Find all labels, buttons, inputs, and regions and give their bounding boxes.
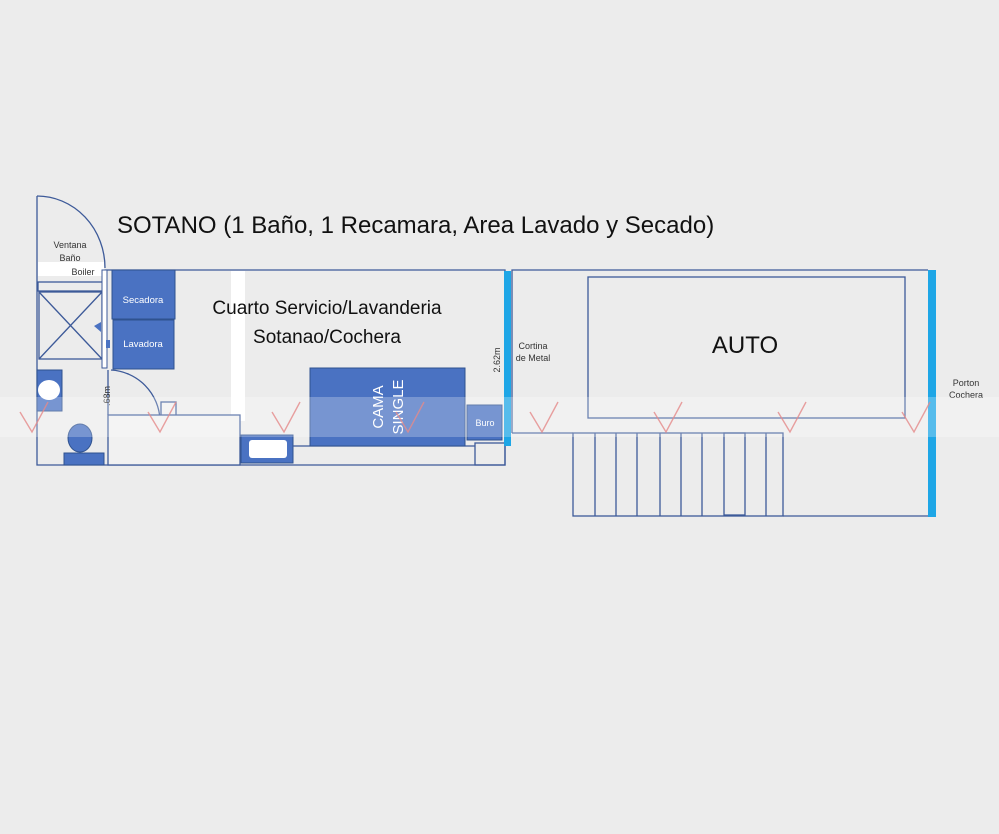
bathroom-door-arc-2 [110,369,161,421]
ventana-label: Ventana [53,240,86,250]
cama-single [309,367,466,447]
auto-label: AUTO [712,332,778,359]
plan-title: SOTANO (1 Baño, 1 Recamara, Area Lavado … [117,212,714,239]
bathroom-door-arc [36,195,106,269]
counter [107,414,241,466]
bathroom-partition [101,269,108,369]
width-dimension: 2.62m [492,347,502,372]
lavadora-label: Lavadora [123,339,163,350]
cortina-label: Cortina [518,341,547,351]
shower-x [38,291,103,360]
room-label-2: Sotanao/Cochera [253,327,401,348]
cortina-metal [504,271,511,446]
toilet-bowl [67,423,93,453]
boiler-label: Boiler [71,267,94,277]
buro [466,404,503,441]
cama-label-2: SINGLE [390,379,407,434]
valve [106,340,110,348]
white-column [231,271,245,421]
auto-space [587,276,906,419]
door-dimension: .68m [102,386,112,406]
window-opening [38,262,104,276]
corner-box [474,442,506,466]
watermark-band [0,397,999,437]
toilet-tank [63,452,105,466]
shower-head-icon [94,322,101,332]
garage-wall [511,269,928,434]
secadora-label: Secadora [123,295,164,306]
buro-label: Buro [475,418,494,428]
sink-basin [38,380,60,400]
room-label: Cuarto Servicio/Lavanderia [212,298,442,319]
laundry-basin [249,440,287,458]
secadora [111,269,176,320]
porton-label: Porton [953,378,980,388]
porton-label-2: Cochera [949,390,983,400]
ventana-label-2: Baño [59,253,80,263]
stairs [572,432,784,517]
watermark [19,401,931,434]
cortina-label-2: de Metal [516,353,551,363]
porton-cochera [928,270,936,517]
lavadora [112,319,175,370]
boiler [37,281,105,292]
cama-label: CAMA [370,385,387,428]
